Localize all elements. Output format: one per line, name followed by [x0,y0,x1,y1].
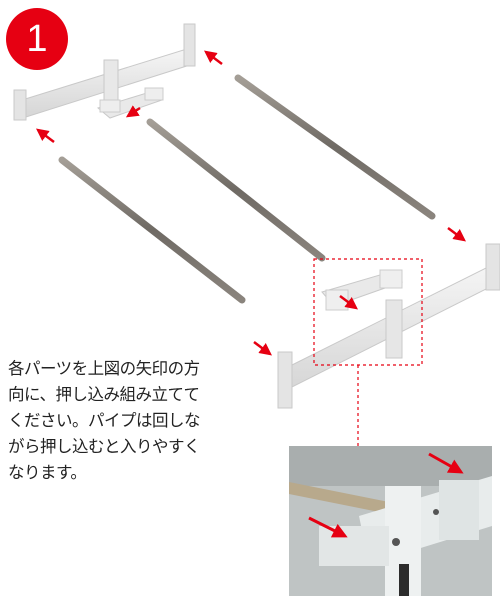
instruction-line: なります。 [8,463,87,482]
instruction-line: ください。パイプは回しな [8,411,201,430]
pipe-left [58,156,246,304]
pipe-right [234,74,436,220]
step-number-badge: 1 [6,8,68,70]
step-number: 1 [26,18,48,60]
red-arrow-icon [253,341,272,356]
back-connector-part [96,87,164,119]
instruction-line: 向に、押し込み組み立てて [8,385,200,404]
red-arrow-icon [125,105,141,118]
red-arrow-icon [447,227,466,242]
red-arrow-icon [339,295,358,310]
callout-highlight-box [313,258,423,366]
closeup-photo [289,446,492,596]
instruction-text: 各パーツを上図の矢印の方 向に、押し込み組み立てて ください。パイプは回しな が… [8,356,244,486]
red-arrow-icon [204,50,223,65]
front-frame-bar [277,243,500,409]
instruction-line: がら押し込むと入りやすく [8,437,201,456]
back-frame-bar [13,23,196,121]
instruction-line: 各パーツを上図の矢印の方 [8,359,200,378]
pipe-middle [146,118,326,262]
red-arrow-icon [36,128,55,143]
